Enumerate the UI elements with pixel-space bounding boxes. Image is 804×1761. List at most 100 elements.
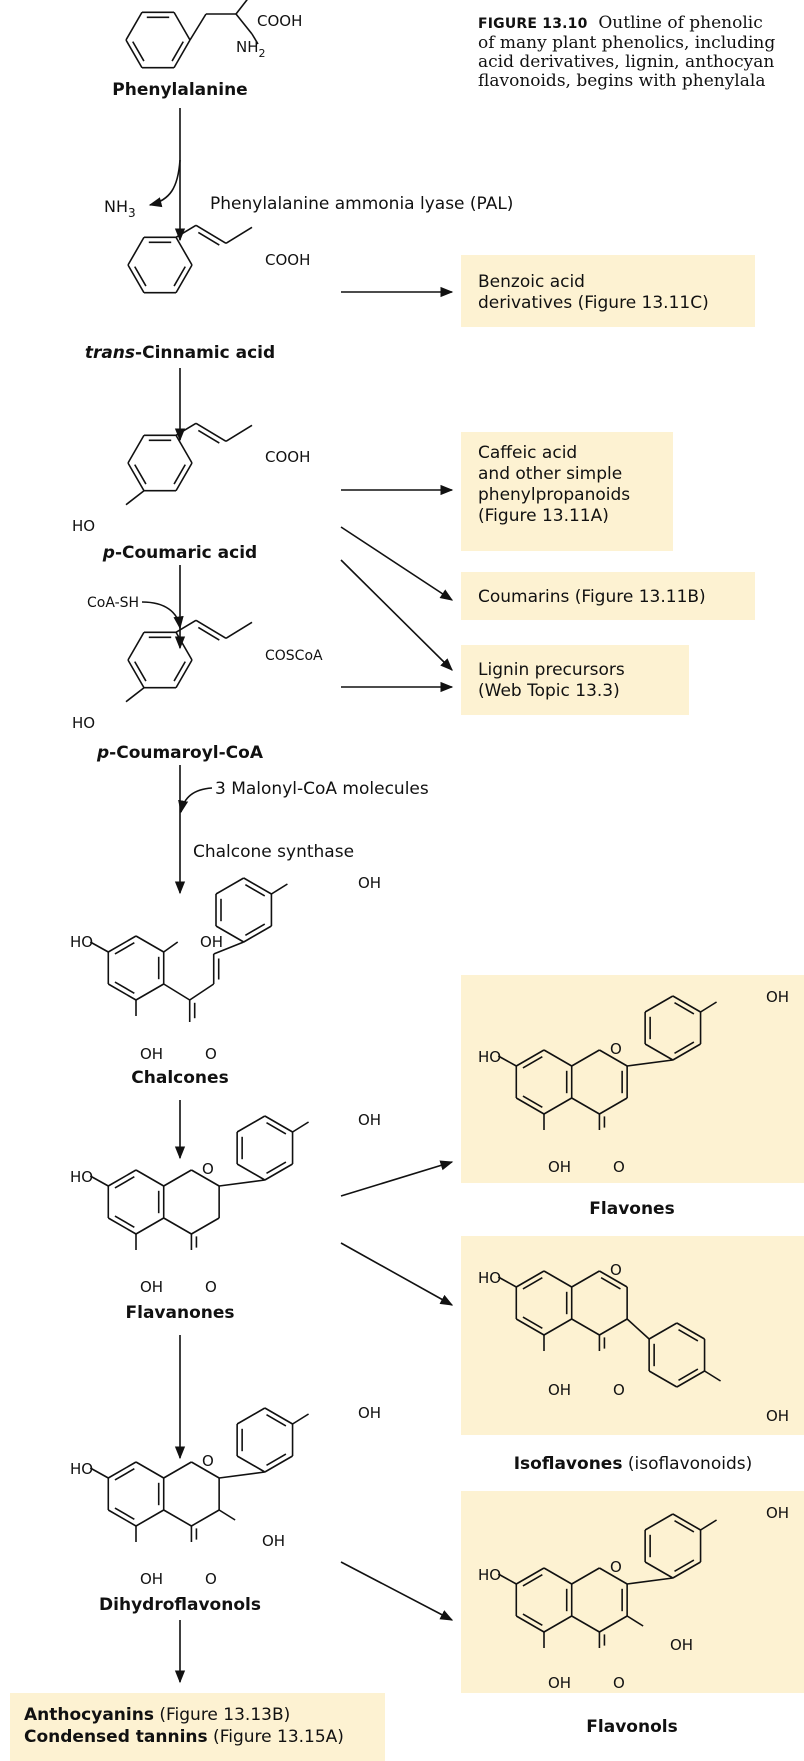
dihydroflavonol-B-inner: [266, 1414, 287, 1427]
flavanone-B: [264, 1115, 293, 1133]
box-flavonols: [461, 1491, 804, 1693]
box-flavones: [461, 975, 804, 1183]
flavonol-B-inner: [674, 1520, 695, 1533]
label-flavones: Flavones: [589, 1199, 674, 1219]
flv-ho: HO: [478, 1048, 501, 1066]
dihydroflavonol-A-inner: [114, 1507, 135, 1520]
coumaric-ring-inner: [134, 464, 147, 485]
arrow-nh3-release: [148, 159, 181, 208]
cinnamic-ring: [127, 236, 145, 266]
coumaroyl-ho-bond: [125, 687, 145, 703]
isoflavone-A: [515, 1270, 545, 1288]
flavone-B: [672, 995, 701, 1013]
coumaroyl-c3: [225, 621, 253, 639]
flvn-oh-bottom: OH: [140, 1278, 163, 1296]
phe-ch2: [189, 13, 207, 41]
iso-oh-bottom: OH: [548, 1381, 571, 1399]
box-lignin-line1: Lignin precursors: [478, 660, 625, 680]
fvl-oh-3: OH: [670, 1636, 693, 1654]
chal-o: O: [205, 1045, 217, 1063]
cinnamic-ring: [175, 236, 193, 266]
flavanone-A-inner: [114, 1176, 135, 1189]
flavonol-B: [672, 1513, 701, 1531]
chalcone-A: [107, 935, 137, 953]
flavonol-link: [627, 1577, 673, 1585]
flavonol-3oh: [626, 1615, 644, 1627]
chalcone-c1: [163, 983, 191, 1001]
label-nh3: NH3: [104, 197, 136, 220]
flavanone-A-inner: [114, 1215, 135, 1228]
isoflavone-link: [626, 1318, 650, 1340]
phe-ring: [173, 11, 191, 41]
isoflavone-B-inner: [678, 1329, 699, 1342]
isoflavone-A: [515, 1318, 545, 1336]
fvl-ho: HO: [478, 1566, 501, 1584]
dihydroflavonol-B-inner: [266, 1453, 287, 1466]
dihydroflavonol-ho-bond: [89, 1467, 109, 1479]
flv-o-ring: O: [610, 1040, 622, 1058]
box-benzoic-line2: derivatives (Figure 13.11C): [478, 293, 709, 313]
flavonol-B: [672, 1561, 701, 1579]
flavone-ho-bond: [497, 1055, 517, 1067]
isoflavone-B: [676, 1322, 705, 1340]
flv-o: O: [613, 1158, 625, 1176]
flavone-B: [672, 1043, 701, 1061]
flavanone-C: [163, 1217, 192, 1235]
chalcone-B: [215, 877, 245, 895]
box-caffeic-line1: Caffeic acid: [478, 443, 577, 463]
flavanone-B-inner: [266, 1122, 287, 1135]
coumaric-db-inner: [197, 429, 220, 444]
chalcone-A-inner: [114, 981, 135, 994]
box-tannins-line2: Condensed tannins (Figure 13.15A): [24, 1727, 344, 1747]
cinnamic-c3: [225, 226, 253, 244]
isoflavone-B: [648, 1370, 678, 1388]
cin-cooh: COOH: [265, 251, 310, 269]
flavone-C: [571, 1097, 600, 1115]
box-isoflavones: [461, 1236, 804, 1435]
flavone-B-inner: [674, 1041, 695, 1054]
chalcone-A: [107, 983, 137, 1001]
label-p-coumaric: p-Coumaric acid: [102, 543, 257, 563]
flavanone-ho-bond: [89, 1175, 109, 1187]
flv-oh-bottom: OH: [548, 1158, 571, 1176]
chal-oh-top: OH: [200, 933, 223, 951]
chal-oh-bottom: OH: [140, 1045, 163, 1063]
flvn-o-ring: O: [202, 1160, 214, 1178]
box-lignin-line2: (Web Topic 13.3): [478, 681, 620, 701]
yellow-boxes: [10, 255, 804, 1761]
flavanone-B: [236, 1163, 266, 1181]
coumaric-ho-bond: [125, 490, 145, 506]
dihydroflavonol-B: [264, 1407, 293, 1425]
flavonol-A: [515, 1567, 545, 1585]
dihydroflavonol-B: [264, 1455, 293, 1473]
label-flavanones: Flavanones: [126, 1303, 235, 1323]
phe-nh2-bond: [251, 33, 259, 45]
coumaric-c1: [175, 422, 197, 436]
cinnamic-ring-inner: [173, 266, 186, 287]
chalcone-A-inner: [114, 942, 135, 955]
label-dihydroflavonols: Dihydroflavonols: [99, 1595, 261, 1615]
cinnamic-ring-inner: [134, 266, 147, 287]
flavone-A: [543, 1097, 573, 1115]
flavonol-A: [543, 1615, 573, 1633]
label-coash: CoA-SH: [87, 595, 139, 611]
figure-number: FIGURE 13.10: [478, 16, 588, 32]
arrow-to-flavones: [340, 1160, 454, 1197]
fvl-o: O: [613, 1674, 625, 1692]
dihydroflavonol-C: [191, 1461, 220, 1479]
caption-line-4: flavonoids, begins with phenylala: [478, 71, 766, 91]
isoflavone-B: [676, 1370, 705, 1388]
flavanone-A: [107, 1169, 137, 1187]
chalcone-B: [215, 925, 245, 943]
label-flavonols: Flavonols: [586, 1717, 677, 1737]
arrow-to-isoflavones: [340, 1242, 454, 1306]
label-isoflavones: Isoflavones (isoflavonoids): [514, 1454, 753, 1474]
phe-cooh: COOH: [257, 12, 302, 30]
coumaric-ring: [127, 434, 145, 464]
chalcone-B: [243, 877, 272, 895]
chalcone-A: [135, 935, 165, 953]
box-caffeic-line4: (Figure 13.11A): [478, 506, 609, 526]
arrow-to-coumarins: [340, 526, 454, 601]
dihydroflavonol-A: [135, 1509, 165, 1527]
